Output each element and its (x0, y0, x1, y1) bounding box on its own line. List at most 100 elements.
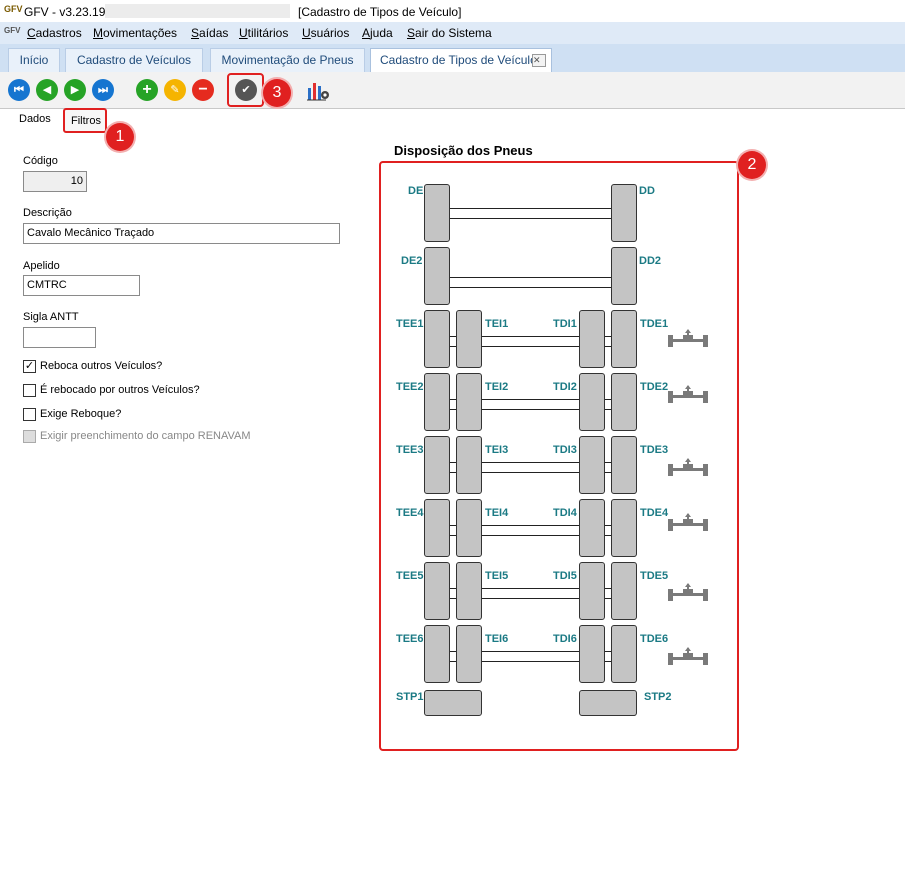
tire-label-tei5: TEI5 (485, 570, 509, 582)
menu-usuarios[interactable]: Usuários (302, 26, 350, 40)
tire-tei5[interactable] (456, 562, 482, 620)
tire-de2[interactable] (424, 247, 450, 305)
exige-reboque-checkbox[interactable] (23, 408, 36, 421)
delete-button[interactable]: − (192, 79, 214, 101)
add-button[interactable]: + (136, 79, 158, 101)
app-title: GFV - v3.23.19 (24, 5, 106, 19)
tire-tdi2[interactable] (579, 373, 605, 431)
tire-label-tdi3: TDI3 (553, 444, 577, 456)
reboca-label[interactable]: Reboca outros Veículos? (40, 360, 163, 372)
close-tab-icon[interactable]: ✕ (532, 54, 546, 67)
tire-label-tee5: TEE5 (396, 570, 424, 582)
next-record-button[interactable]: ▶ (64, 79, 86, 101)
apelido-field[interactable]: CMTRC (23, 275, 140, 296)
descricao-label: Descrição (23, 207, 72, 219)
traction-axle-icon (668, 583, 708, 601)
previous-record-button[interactable]: ◀ (36, 79, 58, 101)
tire-tdi1[interactable] (579, 310, 605, 368)
tire-label-tdi2: TDI2 (553, 381, 577, 393)
tire-stp1[interactable] (424, 690, 482, 716)
menu-logo-icon[interactable]: GFV (4, 26, 21, 35)
axle (450, 462, 612, 473)
tire-tei2[interactable] (456, 373, 482, 431)
tire-tei4[interactable] (456, 499, 482, 557)
tire-stp2[interactable] (579, 690, 637, 716)
menu-ajuda[interactable]: Ajuda (362, 26, 393, 40)
axle (450, 651, 612, 662)
tab-movimentacao-pneus[interactable]: Movimentação de Pneus (210, 48, 365, 72)
subtab-filtros[interactable]: Filtros (71, 115, 101, 127)
tab-cadastro-veiculos[interactable]: Cadastro de Veículos (65, 48, 203, 72)
tire-label-de2: DE2 (401, 255, 423, 267)
tire-tdi6[interactable] (579, 625, 605, 683)
tire-tee4[interactable] (424, 499, 450, 557)
tire-tdi4[interactable] (579, 499, 605, 557)
tire-tdi3[interactable] (579, 436, 605, 494)
tire-tee3[interactable] (424, 436, 450, 494)
tire-label-dd: DD (639, 185, 655, 197)
tire-dd[interactable] (611, 184, 637, 242)
tire-tei3[interactable] (456, 436, 482, 494)
first-record-button[interactable]: ⏮ (8, 79, 30, 101)
tire-label-tdi1: TDI1 (553, 318, 577, 330)
sigla-antt-field[interactable] (23, 327, 96, 348)
tire-label-tee2: TEE2 (396, 381, 424, 393)
traction-axle-icon (668, 385, 708, 403)
tire-label-tei1: TEI1 (485, 318, 509, 330)
tire-tee2[interactable] (424, 373, 450, 431)
edit-button[interactable]: ✎ (164, 79, 186, 101)
menu-movimentacoes[interactable]: Movimentações (93, 26, 178, 40)
tab-cadastro-tipos-veiculo[interactable]: Cadastro de Tipos de Veículo ✕ (370, 48, 552, 72)
tire-label-tde1: TDE1 (640, 318, 669, 330)
tire-tei6[interactable] (456, 625, 482, 683)
tire-label-tei3: TEI3 (485, 444, 509, 456)
tire-de[interactable] (424, 184, 450, 242)
tire-tde5[interactable] (611, 562, 637, 620)
tire-label-dd2: DD2 (639, 255, 662, 267)
axle (450, 277, 612, 288)
menu-saidas[interactable]: Saídas (191, 26, 229, 40)
tire-tde2[interactable] (611, 373, 637, 431)
callout-badge-3: 3 (263, 79, 291, 107)
menu-cadastros[interactable]: Cadastros (27, 26, 82, 40)
tab-inicio[interactable]: Início (8, 48, 60, 72)
tire-tei1[interactable] (456, 310, 482, 368)
tire-label-tee6: TEE6 (396, 633, 424, 645)
reboca-checkbox[interactable]: ✓ (23, 360, 36, 373)
subtab-filtros-frame[interactable] (63, 108, 107, 133)
sigla-antt-label: Sigla ANTT (23, 311, 79, 323)
confirm-button[interactable]: ✔ (235, 79, 257, 101)
tire-label-tei4: TEI4 (485, 507, 509, 519)
tire-label-tde4: TDE4 (640, 507, 669, 519)
tire-label-tde6: TDE6 (640, 633, 669, 645)
rebocado-label[interactable]: É rebocado por outros Veículos? (40, 384, 200, 396)
tire-tde6[interactable] (611, 625, 637, 683)
exige-reboque-label[interactable]: Exige Reboque? (40, 408, 122, 420)
tire-tee5[interactable] (424, 562, 450, 620)
menu-sair[interactable]: Sair do Sistema (407, 26, 492, 40)
chart-settings-icon[interactable] (306, 78, 330, 102)
codigo-field[interactable]: 10 (23, 171, 87, 192)
tire-label-tdi5: TDI5 (553, 570, 577, 582)
tire-tdi5[interactable] (579, 562, 605, 620)
rebocado-checkbox[interactable] (23, 384, 36, 397)
traction-axle-icon (668, 513, 708, 531)
traction-axle-icon (668, 647, 708, 665)
tire-tde4[interactable] (611, 499, 637, 557)
subtab-dados[interactable]: Dados (19, 113, 51, 125)
tire-tde1[interactable] (611, 310, 637, 368)
tire-label-stp2: STP2 (644, 691, 672, 703)
tire-label-stp1: STP1 (396, 691, 424, 703)
last-record-button[interactable]: ⏭ (92, 79, 114, 101)
tire-label-tdi4: TDI4 (553, 507, 577, 519)
tire-label-tee1: TEE1 (396, 318, 424, 330)
tire-dd2[interactable] (611, 247, 637, 305)
tire-label-de: DE (408, 185, 424, 197)
menu-utilitarios[interactable]: Utilitários (239, 26, 289, 40)
tire-tde3[interactable] (611, 436, 637, 494)
tire-tee1[interactable] (424, 310, 450, 368)
tire-layout-title: Disposição dos Pneus (394, 143, 533, 158)
descricao-field[interactable]: Cavalo Mecânico Traçado (23, 223, 340, 244)
traction-axle-icon (668, 458, 708, 476)
tire-tee6[interactable] (424, 625, 450, 683)
